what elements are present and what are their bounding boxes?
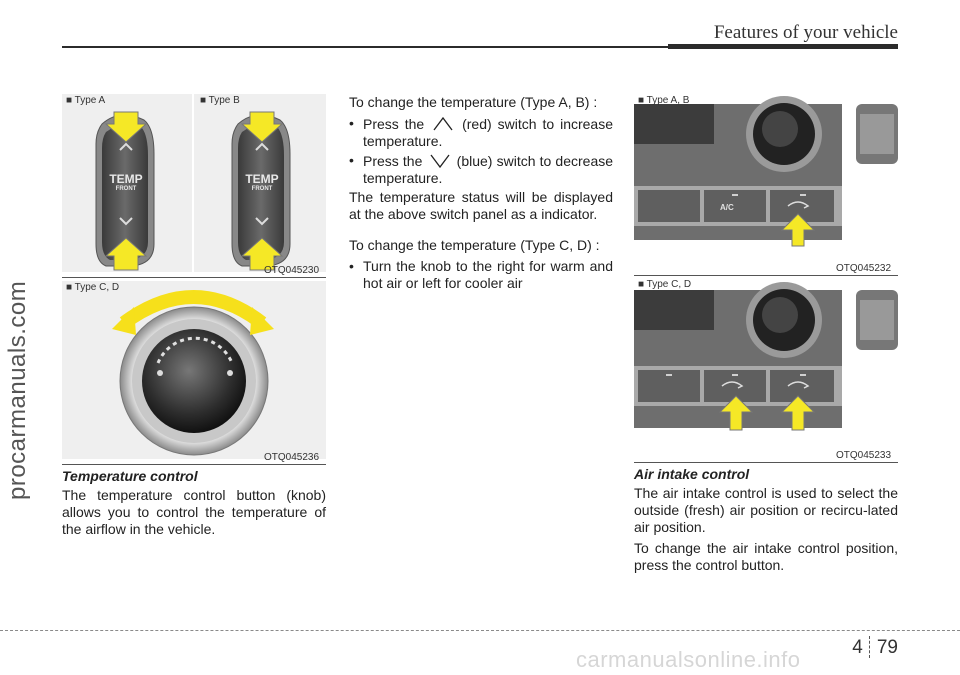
bottom-watermark: carmanualsonline.info (576, 647, 801, 672)
down-pointer-arrow (104, 111, 148, 143)
side-watermark: procarmanuals.com (4, 280, 31, 500)
chapter-number: 4 (852, 637, 863, 658)
intake-ab-illustration (634, 96, 898, 247)
figure-label-type-ab: Type A, B (638, 95, 690, 106)
section-heading: Air intake control (634, 466, 750, 482)
bullet-knob: • Turn the knob to the right for warm an… (349, 258, 613, 291)
page-number-value: 79 (876, 637, 898, 658)
temperature-change-section: To change the temperature (Type A, B) : … (349, 94, 613, 294)
figure-code: OTQ045230 (264, 265, 320, 276)
bullet-increase: • Press the (red) switch to increase tem… (349, 115, 614, 149)
figure-label-type-cd: Type C, D (638, 279, 691, 290)
intro-ab: To change the temperature (Type A, B) : (349, 94, 598, 110)
section-body: The air intake control is used to select… (634, 485, 898, 535)
recirculation-icon (787, 201, 810, 209)
chevron-up-icon (433, 116, 453, 131)
header-rule (62, 46, 898, 48)
fresh-air-icon (721, 381, 744, 389)
up-pointer-arrow (780, 213, 816, 247)
temp-knob-illustration (112, 290, 274, 456)
up-pointer-arrow (104, 237, 148, 271)
section-body: The temperature control button (knob) al… (62, 487, 326, 537)
figure-intake-ab: A/C Type A, B (634, 94, 898, 266)
temperature-control-section: Temperature control The temperature cont… (62, 468, 326, 542)
ac-label: A/C (720, 203, 734, 212)
figure-temp-buttons: TEMP FRONT TEMP FRONT Type A Type B (62, 94, 326, 272)
page-number: 4 79 (852, 636, 898, 659)
figure-label-type-cd: Type C, D (66, 282, 119, 293)
footer-rule (0, 630, 960, 631)
up-pointer-arrow (780, 395, 816, 431)
down-pointer-arrow (240, 111, 284, 143)
figure-rule (62, 277, 326, 278)
status-note: The temperature status will be displayed… (349, 189, 613, 222)
figure-label-type-a: Type A (66, 95, 106, 106)
temp-label-a: TEMP FRONT (109, 172, 143, 192)
section-heading: Temperature control (62, 468, 198, 484)
up-pointer-arrow (718, 395, 754, 431)
figure-code: OTQ045236 (264, 452, 320, 463)
air-intake-section: Air intake control The air intake contro… (634, 466, 898, 578)
figure-rule (634, 275, 898, 276)
section-body: To change the air intake control positio… (634, 540, 898, 573)
figure-rule (62, 464, 326, 465)
chevron-down-icon (430, 154, 450, 169)
temp-label-b: TEMP FRONT (245, 172, 279, 192)
figure-temp-knob: Type C, D (62, 281, 326, 459)
bullet-decrease: • Press the (blue) switch to decrease te… (349, 152, 614, 186)
header-rule-accent (668, 44, 898, 49)
intro-cd: To change the temperature (Type C, D) : (349, 237, 600, 253)
figure-code: OTQ045233 (836, 450, 892, 461)
intake-cd-illustration (634, 282, 898, 431)
figure-rule (634, 462, 898, 463)
figure-code: OTQ045232 (836, 263, 892, 274)
recirculation-icon (787, 381, 810, 389)
temp-buttons-illustration (95, 94, 291, 272)
figure-intake-cd: Type C, D (634, 278, 898, 450)
page-header-title: Features of your vehicle (713, 22, 898, 43)
up-pointer-arrow (240, 237, 284, 271)
figure-label-type-b: Type B (200, 95, 240, 106)
